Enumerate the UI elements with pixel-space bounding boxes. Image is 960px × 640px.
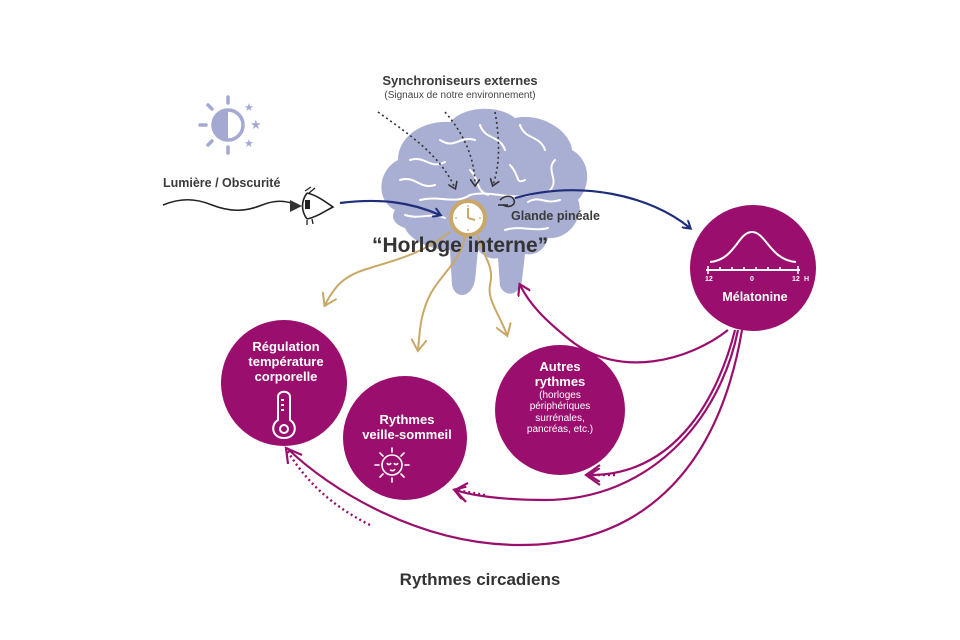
other-rhythms-node [495, 345, 625, 475]
temperature-label-line: Régulation [252, 339, 320, 354]
temperature-label: Régulation température corporelle [225, 339, 347, 385]
eye-icon [301, 186, 335, 225]
sun-moon-icon: ★ ★ ★ [198, 95, 262, 155]
thermometer-icon [272, 390, 296, 440]
melatonin-feedback-arrows [286, 285, 744, 547]
pineal-to-melatonin-arrow [514, 189, 690, 228]
temperature-label-line: corporelle [254, 368, 318, 384]
melatonin-axis-tick: 12 [705, 276, 713, 283]
temperature-label-line: température [248, 353, 324, 369]
svg-text:★: ★ [244, 102, 254, 114]
diagram-title: Rythmes circadiens [399, 570, 561, 589]
clock-output-arrows [325, 231, 507, 350]
light-dark-label: Lumière / Obscurité [163, 176, 281, 190]
melatonin-label: Mélatonine [722, 290, 788, 304]
melatonin-axis-tick: H [804, 276, 810, 283]
svg-text:★: ★ [250, 117, 262, 132]
brain-illustration [381, 108, 588, 296]
external-sync-subtitle: (Signaux de notre environnement) [384, 90, 536, 101]
other-rhythms-detail: pancréas, etc.) [526, 424, 594, 436]
temperature-node [221, 320, 347, 446]
light-signal-arrow [162, 198, 298, 212]
other-rhythms-detail: périphériques [529, 401, 591, 413]
sleep-node [343, 376, 467, 500]
pineal-gland-icon [498, 195, 516, 208]
melatonin-axis-tick: 0 [750, 276, 754, 283]
sun-face-icon [374, 447, 410, 483]
melatonin-axis-tick: 12 [792, 276, 800, 283]
eye-to-clock-arrow [339, 199, 440, 215]
melatonin-node [690, 205, 816, 331]
other-rhythms-label-line: rythmes [534, 373, 586, 389]
other-rhythms-detail: surrénales, [535, 412, 585, 424]
other-rhythms-detail: (horloges [539, 389, 581, 401]
internal-clock-label: “Horloge interne” [372, 234, 549, 257]
clock-icon [449, 199, 487, 237]
sleep-label-line: Rythmes [379, 412, 435, 427]
external-sync-title: Synchroniseurs externes [382, 73, 538, 88]
melatonin-curve-icon [706, 230, 800, 274]
external-sync-arrows [377, 111, 499, 188]
svg-text:★: ★ [244, 138, 254, 150]
other-rhythms-label: Autres rythmes (horloges périphériques s… [493, 359, 627, 436]
sleep-label-line: veille-sommeil [362, 426, 452, 442]
sleep-label: Rythmes veille-sommeil [345, 412, 469, 443]
other-rhythms-label-line: Autres [539, 359, 581, 374]
pineal-gland-label: Glande pinéale [511, 209, 600, 223]
